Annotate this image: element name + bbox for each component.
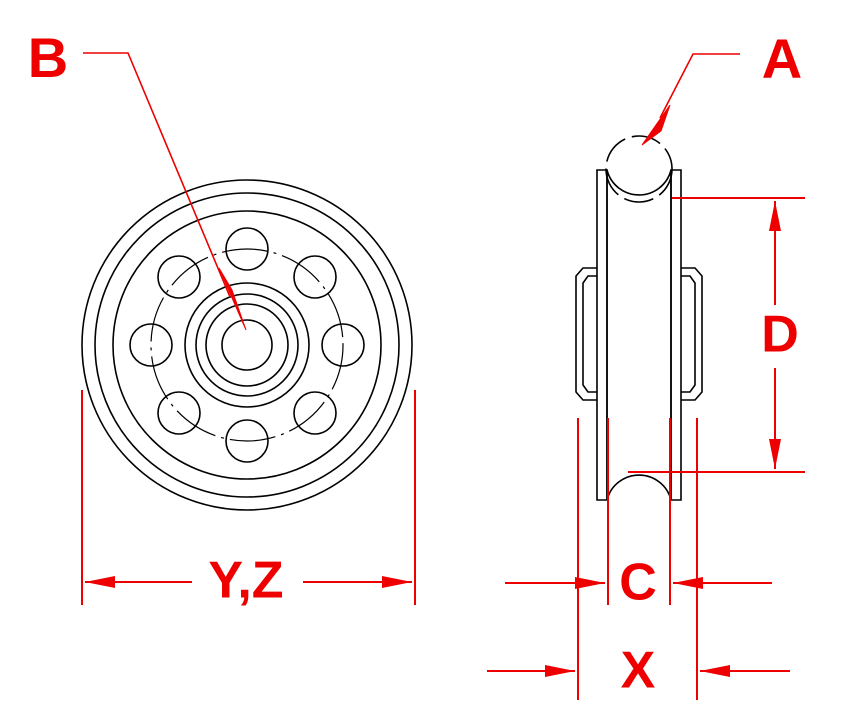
front-rim-inner-circle [94,192,400,498]
ball-bearing [321,323,365,367]
ball-bearing [225,419,269,463]
front-view [81,179,413,511]
dimension-x [487,418,790,700]
side-hub-right-inner [681,275,696,393]
ball-bearing [225,227,269,271]
dimension-d [628,197,805,473]
front-groove-circle [112,210,382,480]
side-right-flange [670,169,682,501]
ball-bearing [157,391,201,435]
label-d: D [761,306,799,364]
front-outer-rim-circle [81,179,413,511]
side-hub-right-outer [681,267,703,401]
ball-bearing [293,391,337,435]
leader-b-arrowhead [218,267,247,331]
leader-a [641,53,740,146]
side-sheave-body [606,169,672,501]
ball-bearing [157,255,201,299]
label-yz: Y,Z [208,552,283,610]
leader-a-line [659,53,740,119]
front-hub-outer-circle [184,282,310,408]
label-c: C [619,554,657,612]
cable-in-groove-circle [605,135,673,203]
side-left-flange [596,169,608,501]
side-hub-left-inner [582,275,597,393]
leader-b [83,52,247,331]
label-x: X [621,642,656,700]
label-a: A [762,27,802,90]
ball-bearing [129,323,173,367]
dimension-c [505,418,772,605]
front-bore-circle [221,319,273,371]
leader-b-line [83,52,231,298]
front-bearing-race-circle [205,303,289,387]
front-ball-bearings [129,227,365,463]
side-view [575,135,703,501]
front-hub-mid-circle [195,293,299,397]
side-hub-left-outer [575,267,597,401]
leader-a-arrowhead [641,104,671,146]
dimension-yz [81,390,416,605]
label-b: B [28,26,68,89]
front-ball-pitch-centerline [150,248,344,442]
ball-bearing [293,255,337,299]
